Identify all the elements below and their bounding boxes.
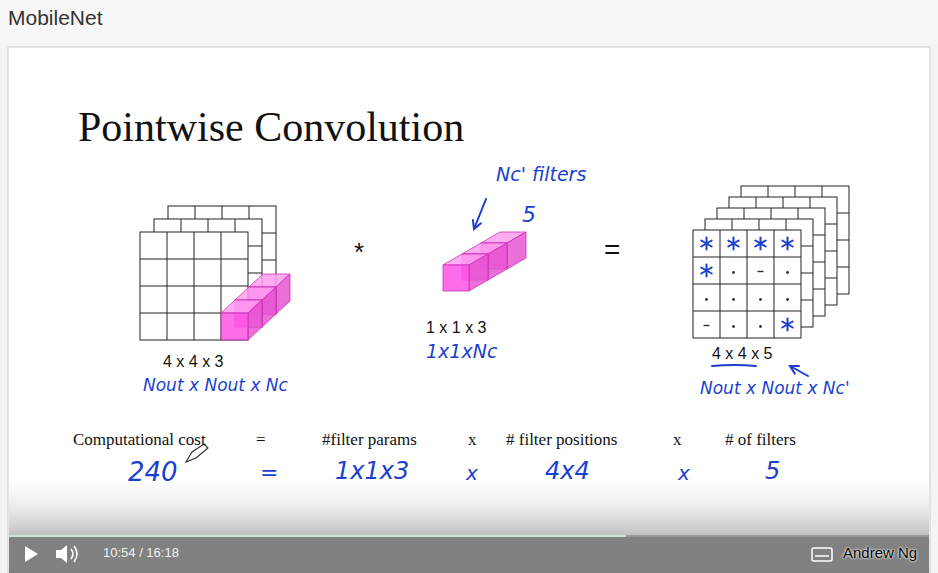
dot-mark — [705, 298, 708, 301]
output-grid-line — [774, 230, 775, 338]
filter-cube-side — [469, 254, 488, 291]
handwritten-number: 240 — [128, 458, 178, 488]
handwritten-number: 5 — [765, 458, 780, 486]
star-mark — [701, 241, 711, 247]
handwritten-operator: = — [260, 460, 278, 485]
star-mark — [782, 322, 792, 328]
handwritten-note: 1x1xNc — [426, 341, 497, 363]
star-mark — [701, 241, 711, 247]
page-header-ground — [0, 0, 938, 44]
handwritten-number: 4x4 — [545, 458, 590, 486]
handwritten-note: Nout x Nout x Nc' — [700, 379, 850, 399]
dimension-label: 4 x 4 x 3 — [163, 353, 223, 371]
handwritten-note: Nout x Nout x Nc — [143, 376, 288, 396]
dimension-label: 1 x 1 x 3 — [426, 319, 486, 337]
formula-term: # filter positions — [506, 430, 617, 450]
output-grid — [693, 230, 801, 338]
formula-operator: x — [468, 430, 477, 450]
captions-icon-line — [815, 555, 829, 557]
dot-mark — [759, 298, 762, 301]
dot-mark — [759, 325, 762, 328]
input-highlight-cube-side — [248, 300, 262, 340]
filter-count-arrow-head — [473, 220, 481, 229]
watermark: Andrew Ng — [843, 544, 917, 561]
star-mark — [701, 268, 711, 274]
underline-mark — [712, 365, 756, 366]
input-grid — [140, 232, 248, 340]
slide-frame — [8, 47, 930, 573]
output-grid-line — [693, 284, 801, 285]
captions-icon — [812, 548, 832, 561]
formula-operator: x — [673, 430, 682, 450]
dash-mark — [704, 325, 710, 326]
handwritten-operator: x — [678, 462, 690, 485]
play-icon — [25, 546, 38, 562]
volume-waves — [71, 546, 77, 562]
star-mark — [728, 241, 738, 247]
video-control-bar — [9, 536, 929, 573]
input-grid-line — [140, 286, 248, 287]
dot-mark — [732, 271, 735, 274]
formula-term: #filter params — [322, 430, 417, 450]
input-highlight-cube-side — [276, 274, 290, 314]
star-mark — [728, 241, 738, 247]
star-mark — [755, 241, 765, 247]
operator-symbol: * — [354, 238, 364, 268]
page-heading: MobileNet — [8, 6, 103, 30]
filter-cube-side — [507, 232, 526, 269]
formula-term: Computational cost — [73, 430, 206, 450]
dot-mark — [732, 325, 735, 328]
handwritten-number: 5 — [522, 202, 536, 227]
video-time: 10:54 / 16:18 — [103, 546, 179, 561]
formula-term: # of filters — [725, 430, 796, 450]
star-mark — [701, 268, 711, 274]
output-grid-line — [693, 311, 801, 312]
filter-cube-front — [443, 265, 469, 291]
operator-symbol: = — [604, 234, 620, 266]
star-mark — [782, 322, 792, 328]
handwritten-operator: x — [466, 462, 478, 485]
star-mark — [782, 241, 792, 247]
star-mark — [755, 241, 765, 247]
progress-track — [9, 535, 929, 537]
dot-mark — [786, 271, 789, 274]
slide-title: Pointwise Convolution — [78, 103, 464, 151]
volume-icon — [56, 545, 67, 563]
handwritten-note: Nc' filters — [496, 164, 586, 186]
dot-mark — [732, 298, 735, 301]
filter-cube-side — [488, 243, 507, 280]
output-depth-arrow — [790, 366, 808, 376]
dash-mark — [758, 271, 764, 272]
progress-fill — [9, 535, 626, 537]
handwritten-number: 1x1x3 — [335, 458, 409, 486]
dimension-label: 4 x 4 x 5 — [712, 345, 772, 363]
output-depth-arrow-head — [790, 366, 799, 374]
input-highlight-cube-side — [262, 287, 276, 327]
star-mark — [782, 241, 792, 247]
input-highlight-cube-front — [221, 313, 248, 340]
dot-mark — [786, 298, 789, 301]
formula-operator: = — [256, 430, 266, 450]
